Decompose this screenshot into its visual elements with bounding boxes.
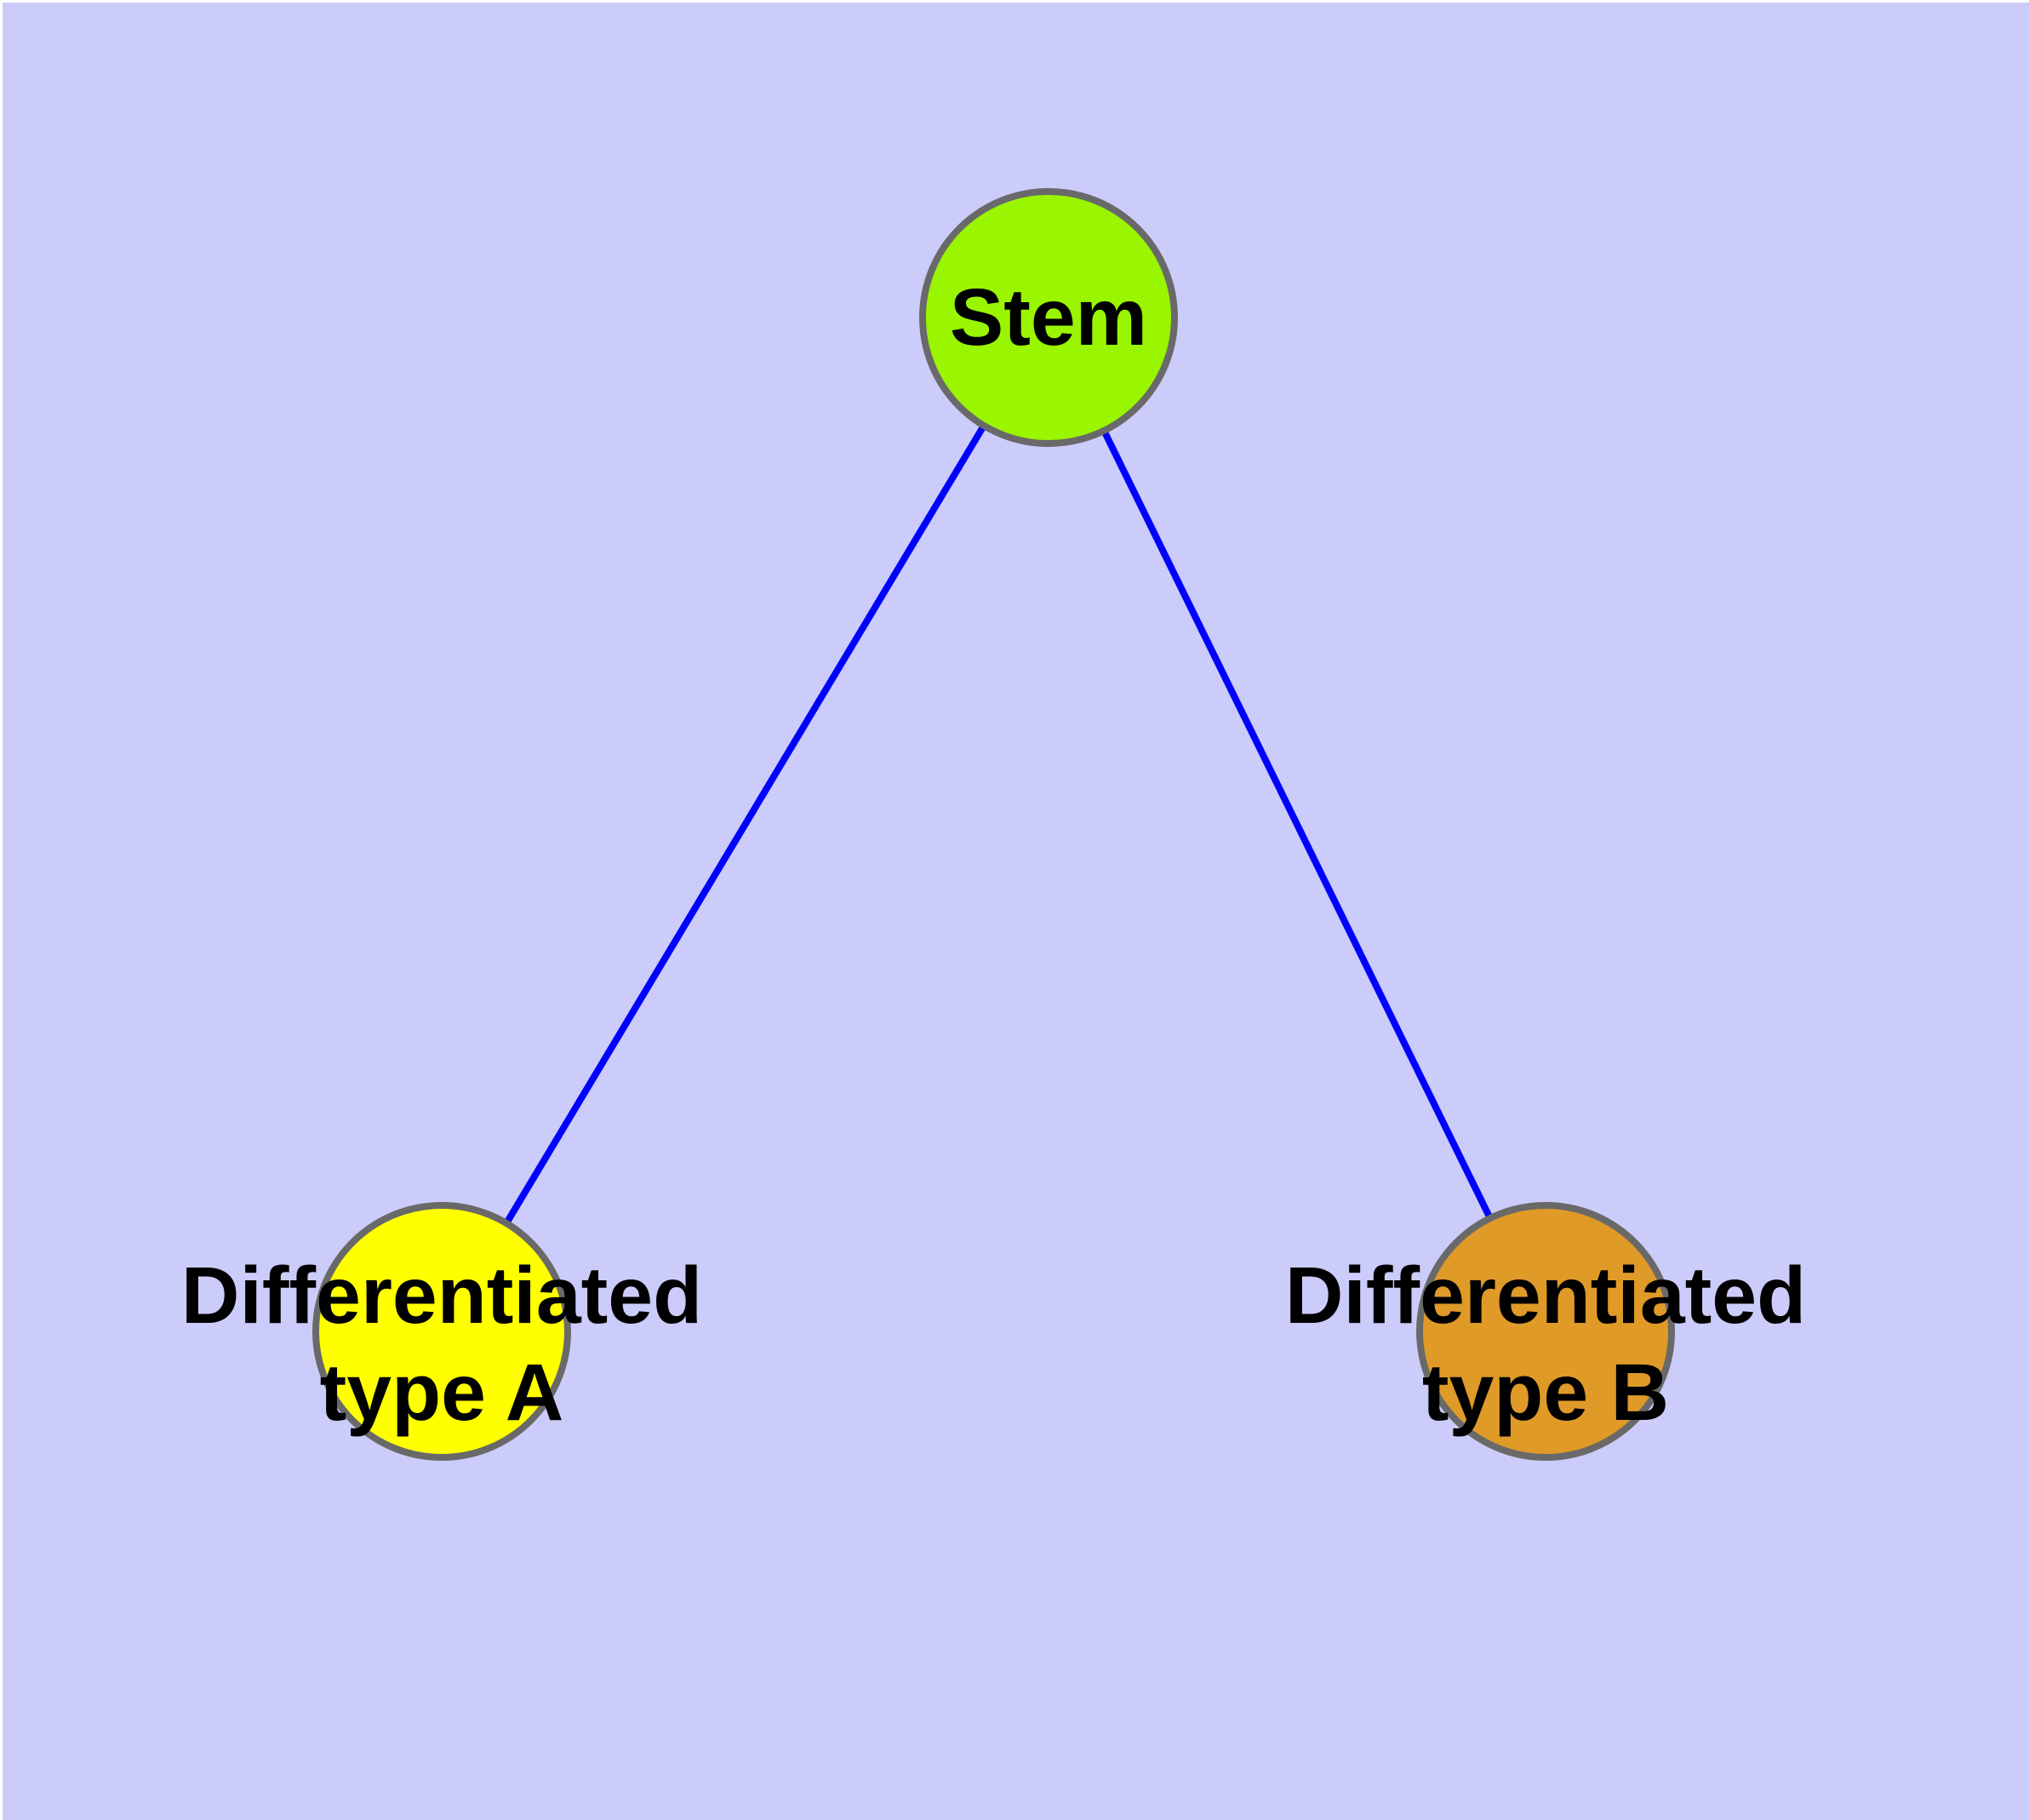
node-differentiated-type-b[interactable]: Differentiated type B [1285, 1202, 1806, 1461]
node-differentiated-type-a-circle[interactable] [312, 1202, 571, 1461]
node-differentiated-type-b-circle[interactable] [1416, 1202, 1675, 1461]
node-stem-circle[interactable] [919, 188, 1178, 447]
edge-stem-to-differentiated-type-a[interactable] [438, 315, 1052, 1334]
node-stem-label: Stem [950, 272, 1147, 363]
node-stem[interactable]: Stem [919, 188, 1178, 447]
node-differentiated-type-a-label-line2: type A [320, 1348, 564, 1438]
edge-layer [438, 315, 1549, 1334]
edge-stem-to-differentiated-type-b[interactable] [1045, 316, 1549, 1333]
node-differentiated-type-a-label-line1: Differentiated [181, 1251, 702, 1341]
node-differentiated-type-b-label-line1: Differentiated [1285, 1251, 1806, 1341]
node-differentiated-type-a[interactable]: Differentiated type A [181, 1202, 702, 1461]
node-differentiated-type-b-label-line2: type B [1422, 1348, 1669, 1438]
